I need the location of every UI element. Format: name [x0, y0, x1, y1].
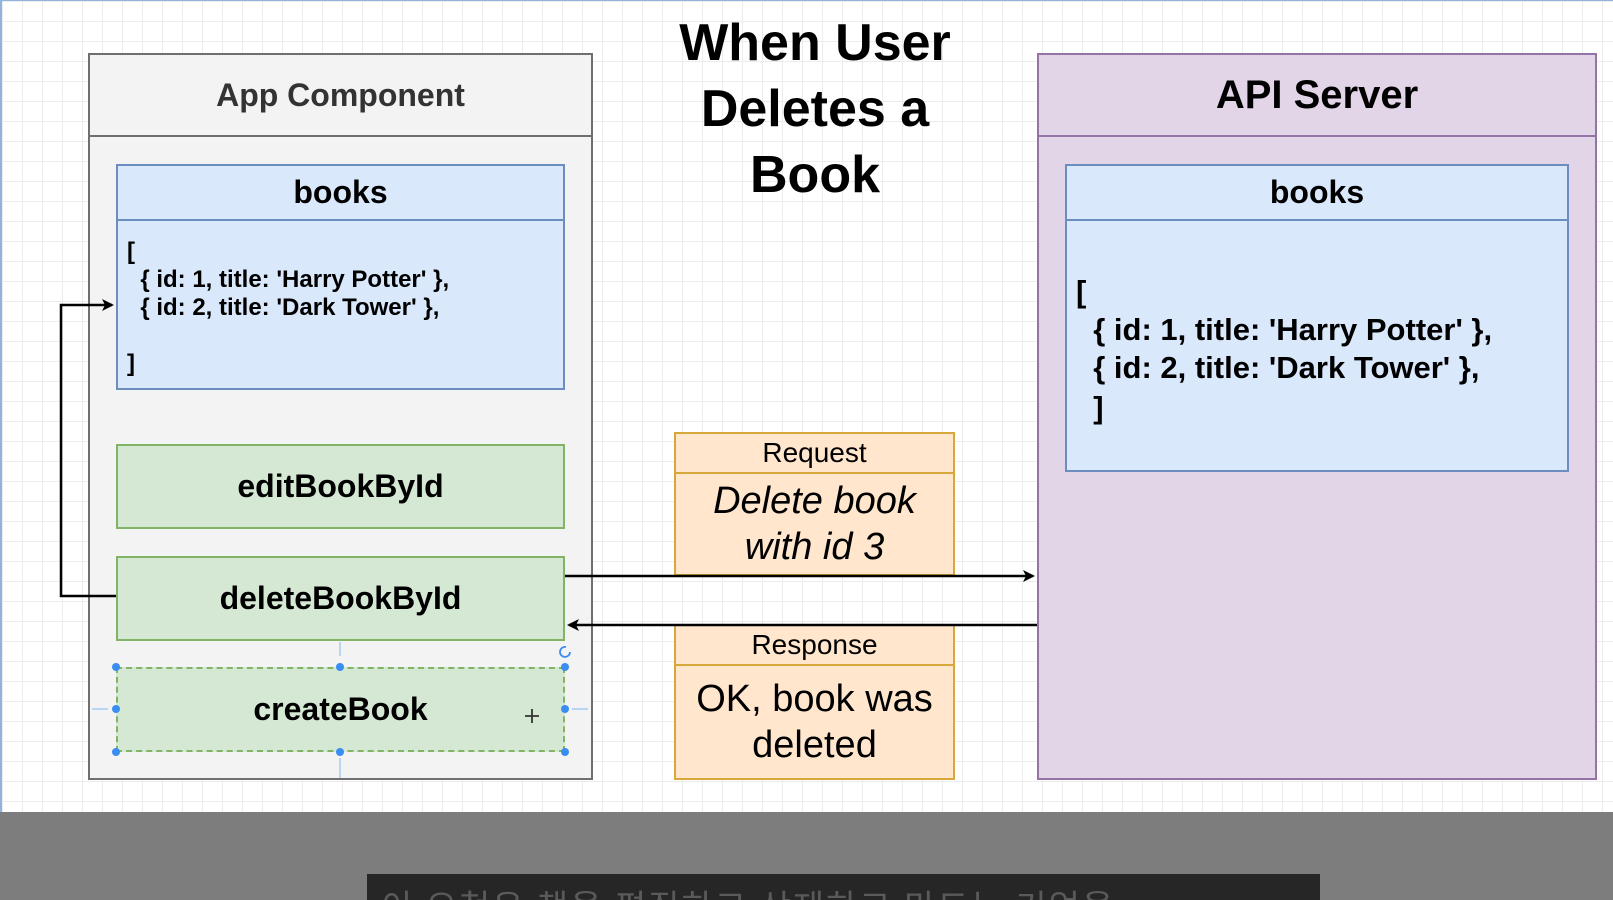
response-body[interactable]: OK, book was deleted — [674, 664, 955, 780]
rotate-icon[interactable] — [559, 646, 571, 658]
delete-book-by-id-box[interactable]: deleteBookById — [116, 556, 565, 641]
app-books-line: [ — [127, 238, 135, 265]
selection-handle[interactable] — [336, 663, 344, 671]
api-books-line: [ — [1076, 274, 1087, 309]
app-books-title: books — [116, 164, 565, 221]
app-books-line: { id: 1, title: 'Harry Potter' }, — [127, 266, 450, 293]
app-books-line: { id: 2, title: 'Dark Tower' }, — [127, 294, 440, 321]
api-books-line: { id: 1, title: 'Harry Potter' }, — [1076, 312, 1493, 347]
selection-handle[interactable] — [561, 705, 569, 713]
app-component-header[interactable]: App Component — [88, 53, 593, 137]
subtitle-bar: 이 요청은 책을 편집하고 삭제하고 만드는 기업을 — [367, 874, 1320, 900]
selection-handle[interactable] — [112, 663, 120, 671]
selection-handle[interactable] — [112, 705, 120, 713]
diagram-title: When User Deletes a Book — [679, 14, 951, 204]
move-cursor-icon — [525, 709, 539, 723]
connector-layer — [59, 299, 1037, 778]
selection-handle[interactable] — [561, 663, 569, 671]
request-body[interactable]: Delete book with id 3 — [674, 472, 955, 576]
app-books-line: ] — [127, 350, 135, 377]
selection-handle[interactable] — [336, 748, 344, 756]
api-server-header[interactable]: API Server — [1037, 53, 1597, 137]
delete-to-books-arrow — [59, 299, 116, 598]
api-books-title: books — [1065, 164, 1569, 221]
selection-handle[interactable] — [561, 748, 569, 756]
api-books-line: ] — [1076, 390, 1104, 425]
api-books-line: { id: 2, title: 'Dark Tower' }, — [1076, 350, 1480, 385]
subtitle-text: 이 요청은 책을 편집하고 삭제하고 만드는 기업을 — [381, 880, 1115, 900]
edit-book-by-id-box[interactable]: editBookById — [116, 444, 565, 529]
selection-handle[interactable] — [112, 748, 120, 756]
